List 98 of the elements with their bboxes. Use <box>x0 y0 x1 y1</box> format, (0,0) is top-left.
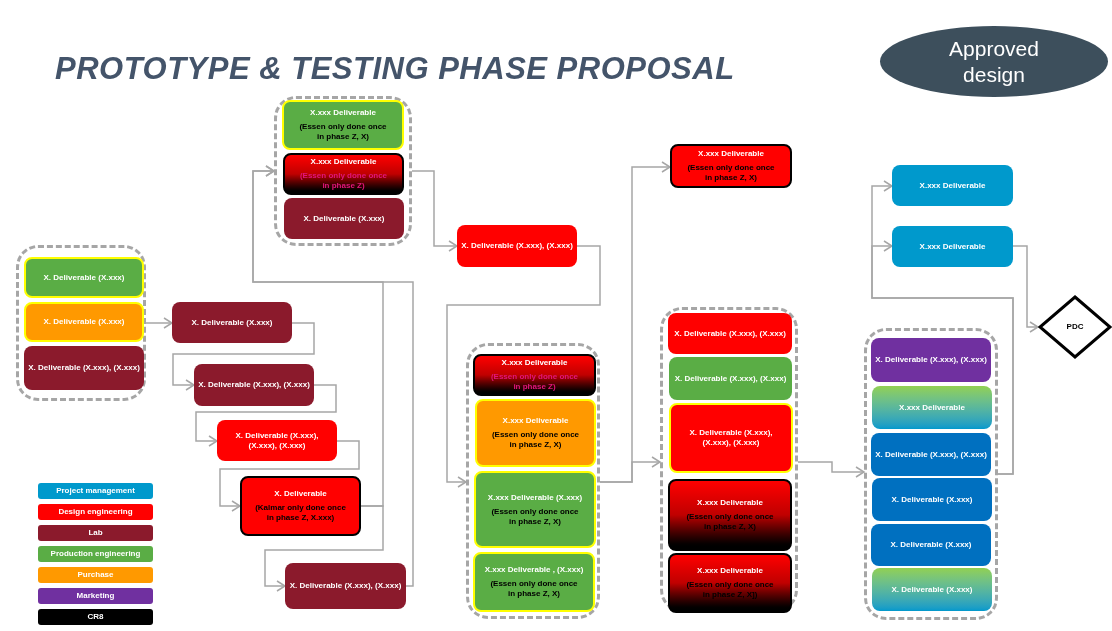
deliverable-box <box>473 552 595 612</box>
legend-label: Purchase <box>77 569 114 581</box>
deliverable-box <box>285 563 406 609</box>
deliverable-box <box>284 198 404 239</box>
box-title: X. Deliverable (X.xxx), (X.xxx) <box>875 449 987 460</box>
dashed-group-frame <box>660 307 798 612</box>
status-label: Approved design <box>948 35 1040 88</box>
connector-arrow <box>252 165 414 587</box>
box-title: X.xxx Deliverable <box>310 108 376 118</box>
deliverable-box <box>474 471 596 548</box>
box-title: X. Deliverable (X.xxx), (X.xxx) <box>28 363 140 373</box>
box-title: X. Deliverable (X.xxx), (X.xxx) <box>674 373 787 384</box>
box-title: X. Deliverable (X.xxx) <box>891 494 973 505</box>
decision-diamond <box>1038 295 1112 359</box>
box-note: (Essen only done once in phase Z, X) <box>490 506 580 527</box>
box-note: (Essen only done once in phase Z) <box>298 171 389 191</box>
legend-label: Production engineering <box>50 548 141 560</box>
box-title: X. Deliverable (X.xxx), (X.xxx) <box>461 241 573 251</box>
box-note: (Essen only done once in phase Z, X) <box>298 122 388 142</box>
dashed-group-frame <box>466 343 600 619</box>
box-title: X. Deliverable (X.xxx), (X.xxx) <box>875 355 987 365</box>
deliverable-box <box>872 568 992 611</box>
deliverable-box <box>194 364 314 406</box>
connector-arrow <box>411 170 458 252</box>
legend-label: Project management <box>56 485 135 497</box>
box-note: (Kalmar only done once in phase Z, X.xxx) <box>254 503 347 523</box>
dashed-group-frame <box>864 328 998 620</box>
deliverable-box <box>872 478 992 521</box>
dashed-group-frame <box>16 245 146 401</box>
deliverable-box <box>871 524 991 566</box>
legend-label: Design engineering <box>58 506 133 518</box>
deliverable-box <box>457 225 577 267</box>
deliverable-box <box>668 553 792 613</box>
box-title: PDC <box>1066 321 1084 333</box>
deliverable-box <box>24 346 144 390</box>
deliverable-box <box>670 144 792 188</box>
connector-arrow <box>599 161 671 483</box>
deliverable-box <box>892 226 1013 267</box>
box-title: X. Deliverable (X.xxx), (X.xxx) <box>289 581 402 591</box>
box-title: X.xxx Deliverable <box>919 241 986 252</box>
deliverable-box <box>892 165 1013 206</box>
deliverable-box <box>872 386 992 429</box>
connector-arrow <box>143 317 173 329</box>
box-title: X. Deliverable (X.xxx), (X.xxx) <box>674 328 786 339</box>
legend-label: CR8 <box>87 611 104 623</box>
connector-arrow <box>219 440 360 512</box>
box-title: X. Deliverable (X.xxx) <box>891 584 973 595</box>
deliverable-box <box>172 302 292 343</box>
box-title: X.xxx Deliverable <box>697 566 763 576</box>
connector-arrow <box>446 245 601 488</box>
box-note: (Essen only done once in phase Z, X]) <box>685 580 775 600</box>
dashed-group-frame <box>274 96 412 246</box>
deliverable-box <box>871 433 991 476</box>
box-note: (Essen only done once in phase Z) <box>489 372 580 392</box>
box-note: (Essen only done once in phase Z, X) <box>490 430 581 450</box>
deliverable-box <box>473 354 596 396</box>
deliverable-box <box>668 313 792 354</box>
box-title: X. Deliverable (X.xxx) <box>43 317 125 327</box>
box-title: X. Deliverable (X.xxx) <box>890 540 972 550</box>
box-title: X. Deliverable (X.xxx), (X.xxx) <box>198 380 310 390</box>
deliverable-box <box>282 100 404 150</box>
box-note: (Essen only done once in phase Z, X) <box>685 512 775 532</box>
deliverable-box <box>669 357 792 400</box>
legend-label: Lab <box>88 527 103 539</box>
deliverable-box <box>283 153 404 195</box>
page-title: PROTOTYPE & TESTING PHASE PROPOSAL <box>55 50 735 88</box>
box-title: X.xxx Deliverable <box>919 180 986 191</box>
box-title: X.xxx Deliverable <box>899 402 965 413</box>
legend-label: Marketing <box>76 590 115 602</box>
connector-arrow <box>172 322 315 391</box>
box-note: (Essen only done once in phase Z, X) <box>686 163 776 183</box>
connector-arrow <box>1012 245 1039 333</box>
deliverable-box <box>871 338 991 382</box>
box-title: X.xxx Deliverable <box>310 157 377 167</box>
box-note: (Essen only done once in phase Z, X) <box>489 579 579 599</box>
box-title: X. Deliverable (X.xxx) <box>191 317 273 328</box>
deliverable-box <box>217 420 337 461</box>
box-title: X.xxx Deliverable <box>697 498 763 508</box>
deliverable-box <box>24 257 144 298</box>
deliverable-box <box>669 403 793 473</box>
box-title: X.xxx Deliverable <box>502 416 569 426</box>
connector-arrow <box>264 505 384 592</box>
box-title: X.xxx Deliverable , (X.xxx) <box>484 565 584 575</box>
connector-arrow <box>871 240 1014 475</box>
box-title: X. Deliverable (X.xxx), (X.xxx), (X.xxx) <box>234 430 320 451</box>
box-title: X. Deliverable (X.xxx), (X.xxx), (X.xxx) <box>688 428 774 448</box>
deliverable-box <box>240 476 361 536</box>
box-title: X.xxx Deliverable <box>698 149 764 159</box>
deliverable-box <box>668 479 792 551</box>
box-title: X.xxx Deliverable <box>501 358 568 368</box>
box-title: X.xxx Deliverable (X.xxx) <box>487 492 583 503</box>
box-title: X. Deliverable <box>274 489 327 499</box>
connector-arrow <box>797 461 865 478</box>
deliverable-box <box>475 399 596 467</box>
connector-arrow <box>195 384 337 447</box>
deliverable-box <box>24 302 144 342</box>
box-title: X. Deliverable (X.xxx) <box>303 213 385 224</box>
box-title: X. Deliverable (X.xxx) <box>43 272 125 283</box>
